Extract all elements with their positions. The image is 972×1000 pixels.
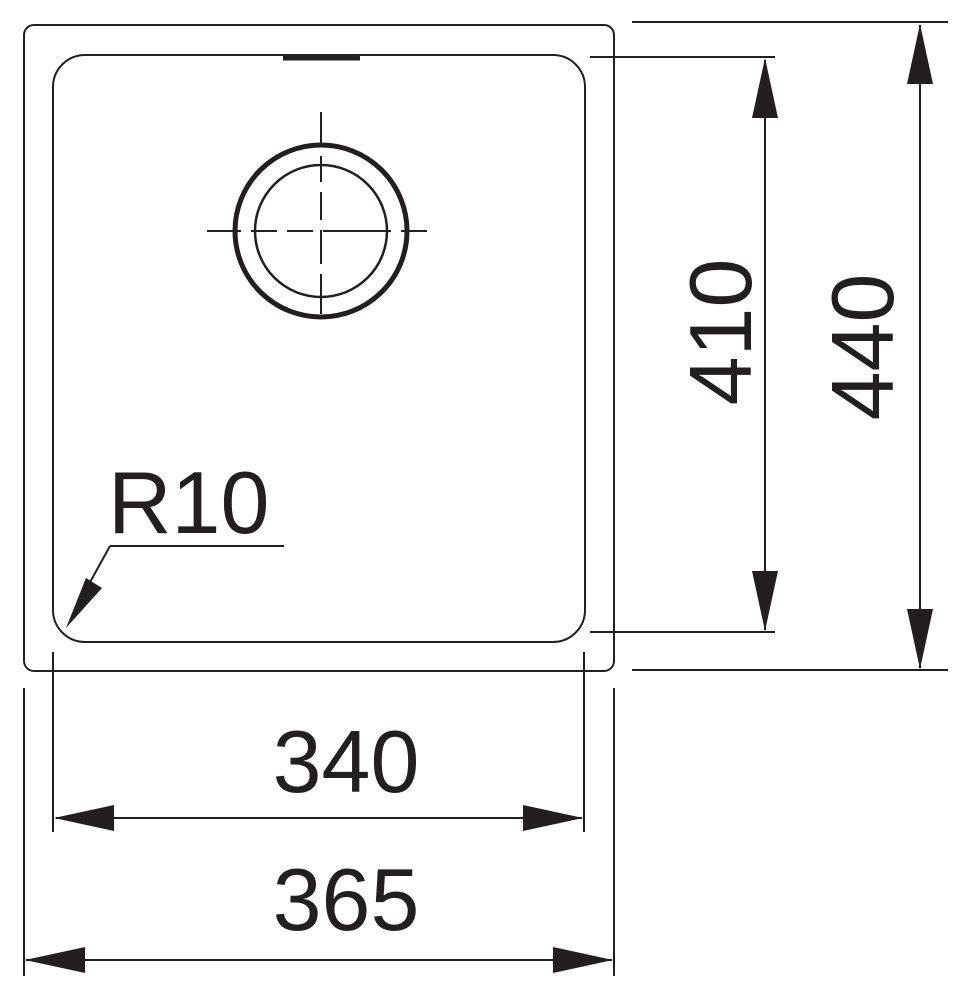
radius-label: R10 xyxy=(108,453,269,552)
arrowhead-outer-height-bottom xyxy=(907,609,933,669)
arrowhead-outer-height-top xyxy=(907,24,933,84)
outer-outline xyxy=(23,24,615,672)
arrowhead-outer-width-right xyxy=(553,947,613,973)
dimension-inner-width: 340 xyxy=(54,712,583,831)
drain xyxy=(207,112,436,348)
dimension-inner-height: 410 xyxy=(671,58,778,631)
outer-width-label: 365 xyxy=(273,850,420,949)
inner-width-label: 340 xyxy=(273,712,420,811)
arrowhead-outer-width-left xyxy=(25,947,85,973)
arrowhead-inner-width-right xyxy=(523,805,583,831)
radius-callout: R10 xyxy=(66,453,284,628)
dimension-outer-width: 365 xyxy=(25,850,613,973)
arrowhead-inner-height-top xyxy=(752,58,778,118)
inner-height-label: 410 xyxy=(671,259,770,406)
dimension-outer-height: 440 xyxy=(813,24,933,669)
inner-basin-outline xyxy=(52,54,586,643)
arrowhead-inner-width-left xyxy=(54,805,114,831)
arrowhead-inner-height-bottom xyxy=(752,571,778,631)
outer-height-label: 440 xyxy=(813,274,912,421)
radius-arrowhead xyxy=(66,578,102,628)
